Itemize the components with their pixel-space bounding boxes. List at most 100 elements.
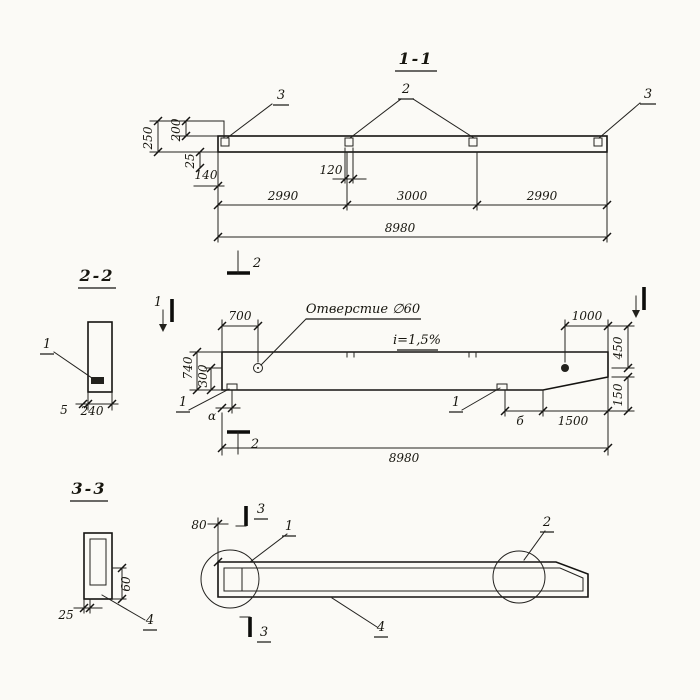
dim-tick (181, 131, 191, 141)
dim-3000: 3000 (397, 189, 428, 203)
dim-tick (213, 200, 223, 210)
position-label-2: 2 (401, 82, 410, 97)
dim-tick (602, 232, 612, 242)
dim-120: 120 (320, 163, 343, 177)
dim-200: 200 (169, 118, 183, 142)
dim-tick (217, 443, 227, 453)
dim-tick (602, 200, 612, 210)
cut-label-3-bottom: 3 (260, 625, 268, 640)
dim-25: 25 (57, 608, 73, 622)
dim-tick (153, 116, 163, 126)
dim-740: 740 (181, 356, 195, 379)
slope-note: i=1,5% (393, 333, 441, 348)
hole-circle (253, 363, 263, 373)
dim-5: 5 (60, 403, 68, 417)
dim-80: 80 (191, 518, 207, 532)
dim-250: 250 (141, 126, 155, 150)
dim-tick (117, 563, 127, 573)
dim-tick (195, 147, 205, 157)
dim-tick (213, 232, 223, 242)
cut-label-2-bottom: 2 (250, 437, 259, 452)
position-label-3: 3 (277, 88, 285, 103)
plan-inner-wall (223, 567, 584, 592)
embedded-plate (496, 383, 508, 391)
dim-8980-elevation: 8980 (389, 451, 420, 465)
embedded-plate (468, 137, 478, 147)
hole-filled (561, 364, 569, 372)
dim-tick (79, 603, 89, 613)
hole-center (257, 367, 259, 369)
section-title-3-3: 3-3 (72, 479, 107, 498)
dim-2990-a: 2990 (267, 189, 299, 203)
dim-tick (117, 594, 127, 604)
view-arrow-head (632, 310, 640, 318)
leader-line (101, 594, 146, 621)
dim-tick (623, 406, 633, 416)
dim-tick (623, 363, 633, 373)
dim-tick (348, 174, 358, 184)
dim-450: 450 (611, 336, 625, 360)
dim-tick (472, 200, 482, 210)
leader-line (249, 533, 288, 563)
section-void (89, 538, 107, 586)
position-label-1: 1 (452, 395, 460, 410)
dim-2990-b: 2990 (526, 189, 558, 203)
dim-8980-top: 8980 (385, 221, 416, 235)
view-1-1: 1-1 3 2 3 250 200 25 (141, 49, 656, 243)
dim-b: б (516, 414, 524, 428)
dim-1500: 1500 (558, 414, 589, 428)
section-2-2: 2-2 1 5 240 (40, 266, 119, 418)
leader-line (598, 102, 641, 139)
dim-240: 240 (80, 404, 104, 418)
leader-line (226, 103, 273, 139)
dim-tick (206, 363, 216, 373)
plan-outline (217, 561, 589, 598)
section-3-3: 3-3 60 25 4 (57, 479, 157, 631)
dim-60: 60 (119, 576, 133, 592)
dim-tick (603, 443, 613, 453)
position-label-3: 3 (644, 87, 652, 102)
dim-tick (107, 399, 117, 409)
leader-line (349, 98, 402, 139)
embedded-plate (91, 377, 104, 384)
dim-tick (500, 406, 510, 416)
dim-tick (227, 403, 237, 413)
dim-tick (78, 399, 88, 409)
elevation-view: 2 1 Отверстие ∅60 i=1,5% (154, 250, 646, 465)
dim-tick (560, 321, 570, 331)
position-label-1: 1 (43, 337, 51, 352)
dim-300: 300 (196, 364, 210, 387)
cross-section-outline (87, 321, 113, 393)
detail-circle-right (492, 550, 546, 604)
dim-tick (603, 321, 613, 331)
dim-tick (85, 603, 95, 613)
dim-tick (153, 147, 163, 157)
dim-tick (217, 321, 227, 331)
dim-25: 25 (183, 153, 197, 169)
dim-700: 700 (229, 309, 252, 323)
detail-circle-left (200, 549, 260, 609)
cut-label-2-top: 2 (252, 256, 261, 271)
cut-label-3-top: 3 (257, 502, 265, 517)
embedded-plate (220, 137, 230, 147)
dim-tick (623, 321, 633, 331)
dim-tick (192, 385, 202, 395)
leader-line (412, 98, 475, 139)
beam-outline (217, 135, 608, 153)
cross-section-outline (83, 532, 113, 600)
dim-tick (195, 163, 205, 173)
position-label-4: 4 (145, 613, 154, 628)
dim-tick (192, 347, 202, 357)
dim-tick (181, 116, 191, 126)
dim-tick (538, 406, 548, 416)
position-label-1: 1 (285, 519, 293, 534)
leader-line (188, 388, 230, 411)
leader-line (523, 530, 546, 561)
cut-label-1-left: 1 (154, 295, 162, 310)
leader-line (260, 318, 307, 366)
section-title-2-2: 2-2 (79, 266, 115, 285)
position-label-1: 1 (179, 395, 187, 410)
dim-tick (83, 399, 93, 409)
